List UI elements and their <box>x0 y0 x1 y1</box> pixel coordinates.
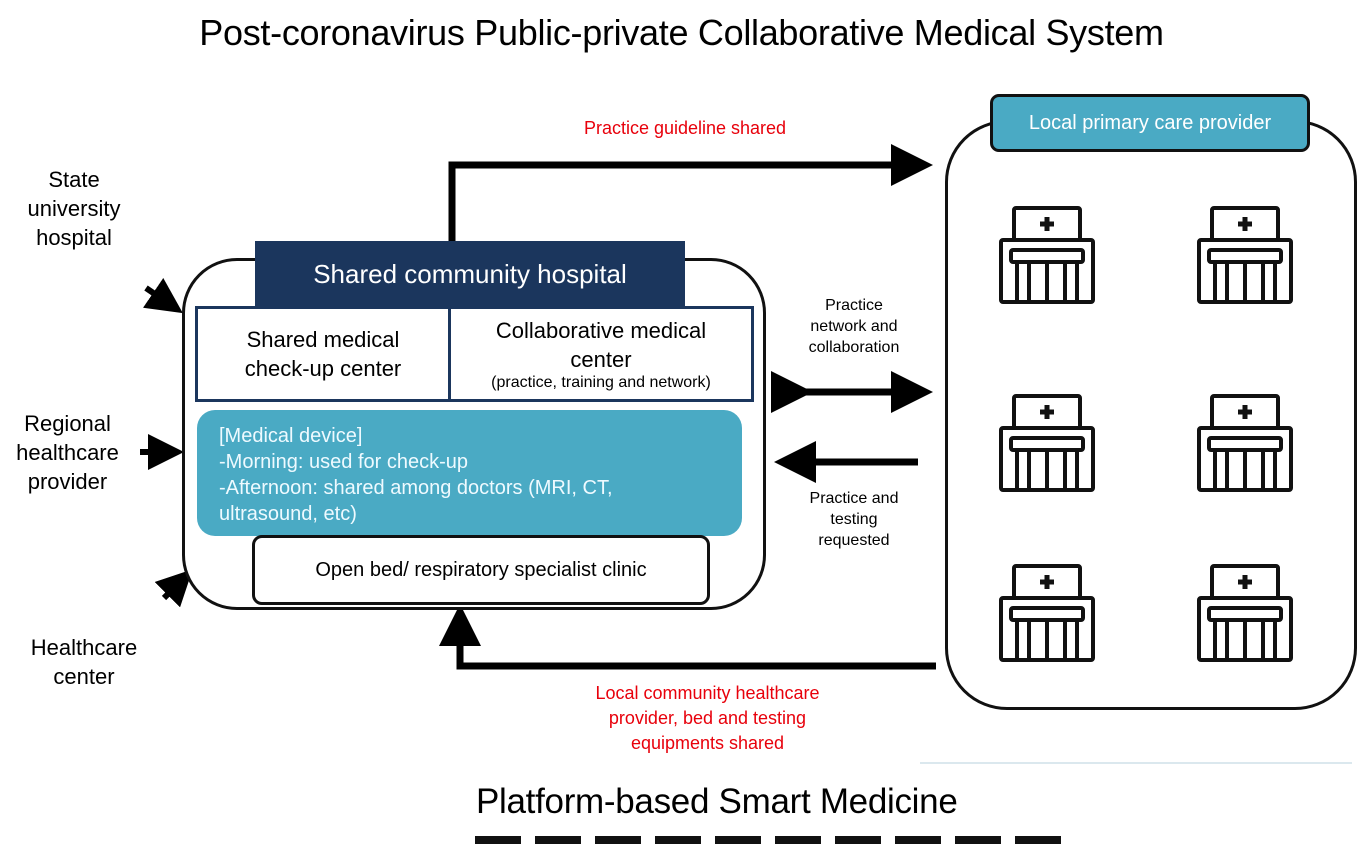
label-testing-requested: Practice and testing requested <box>809 490 899 549</box>
device-line: ultrasound, etc) <box>219 503 357 525</box>
label-regional-healthcare-provider: Regional healthcare provider <box>16 411 119 494</box>
collab-center-sublabel: (practice, training and network) <box>491 374 711 391</box>
diagram-title: Post-coronavirus Public-private Collabor… <box>199 12 1164 53</box>
device-line: -Afternoon: shared among doctors (MRI, C… <box>219 477 613 499</box>
hospital-building-icon <box>998 205 1098 305</box>
device-line: -Morning: used for check-up <box>219 451 469 473</box>
cropped-text-fragment <box>475 836 1075 844</box>
community-resource-arrow <box>439 604 936 670</box>
guideline-arrow <box>448 144 933 245</box>
hospital-building-icon <box>998 563 1098 663</box>
collab-center: Collaborative medical center (practice, … <box>451 309 751 399</box>
label-healthcare-center: Healthcare center <box>30 635 138 689</box>
hospital-building-icon <box>1196 563 1296 663</box>
hospital-building-icon <box>1196 205 1296 305</box>
device-line: [Medical device] <box>219 425 363 447</box>
hospital-building-icon <box>998 393 1098 493</box>
label-guideline-shared: Practice guideline shared <box>583 118 787 138</box>
open-bed-clinic-box: Open bed/ respiratory specialist clinic <box>252 535 710 605</box>
state-hospital-arrow <box>142 277 183 314</box>
label-state-university-hospital: State university hospital <box>27 167 121 250</box>
label-community-shared: Local community healthcare provider, bed… <box>595 683 820 753</box>
healthcare-center-arrow <box>154 569 193 608</box>
hospital-building-icon <box>1196 393 1296 493</box>
medical-device-box: [Medical device] -Morning: used for chec… <box>197 410 742 536</box>
label-network-collaboration: Practice network and collaboration <box>808 297 900 356</box>
diagram-subtitle: Platform-based Smart Medicine <box>476 782 958 821</box>
collab-center-label: Collaborative medical center <box>495 318 707 372</box>
checkup-center-label: Shared medical check-up center <box>244 327 402 381</box>
shared-hospital-header: Shared community hospital <box>255 241 685 307</box>
local-primary-header: Local primary care provider <box>990 94 1310 152</box>
checkup-center: Shared medical check-up center <box>198 309 451 399</box>
centers-row: Shared medical check-up center Collabora… <box>195 306 754 402</box>
